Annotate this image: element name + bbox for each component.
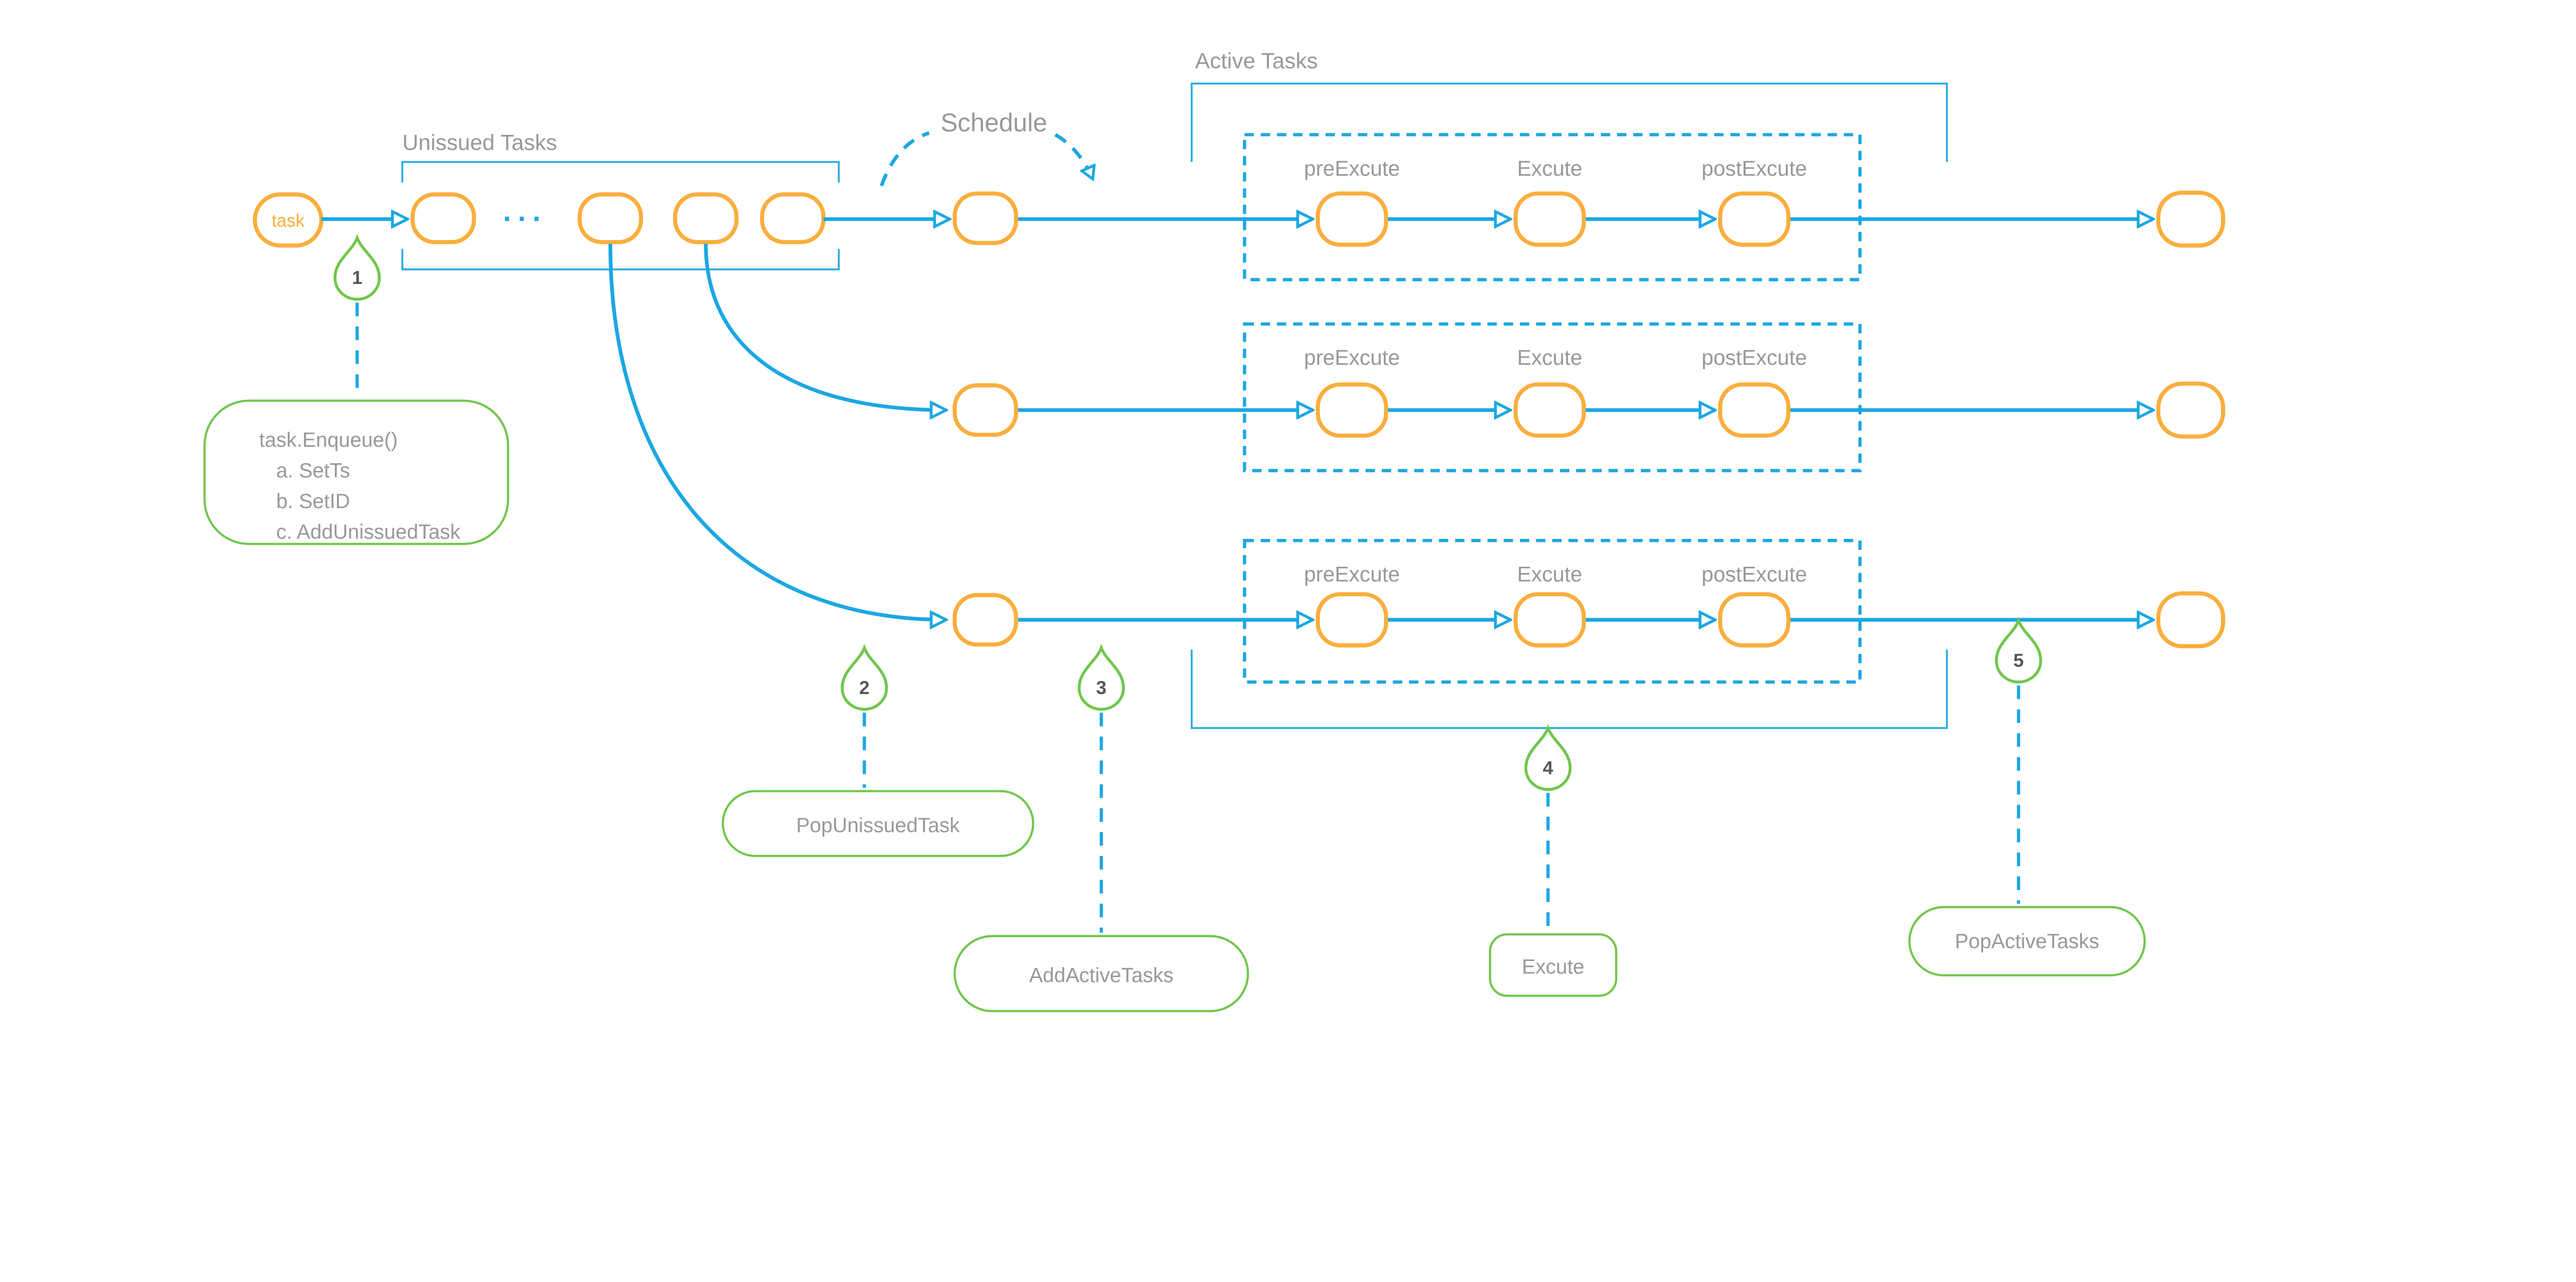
queue-node-4 bbox=[760, 192, 826, 244]
pin-2-number: 2 bbox=[859, 677, 870, 698]
pin-1-number: 1 bbox=[352, 267, 362, 288]
unissued-bracket-top bbox=[401, 161, 840, 183]
excute-node-2 bbox=[1513, 382, 1586, 438]
stage-label-excute-3: Excute bbox=[1517, 562, 1582, 586]
schedule-node-3 bbox=[953, 593, 1019, 647]
pin-marker-5: 5 bbox=[1995, 616, 2042, 684]
executor-box-2 bbox=[1243, 322, 1862, 473]
active-tasks-section: Active Tasks bbox=[1191, 48, 1948, 729]
excute-node-1 bbox=[1513, 191, 1586, 247]
callout-pop-unissued-task: PopUnissuedTask bbox=[721, 790, 1035, 857]
callout-excute-label: Excute bbox=[1522, 955, 1584, 978]
stage-label-preexcute-2: preExcute bbox=[1304, 346, 1400, 369]
callout-pop-active-label: PopActiveTasks bbox=[1955, 930, 2099, 953]
pin-5-shape bbox=[1995, 616, 2042, 684]
unissued-tasks-title: Unissued Tasks bbox=[402, 130, 557, 155]
active-bracket-top bbox=[1191, 82, 1948, 162]
schedule-arc-left bbox=[879, 131, 930, 187]
stage-label-preexcute-3: preExcute bbox=[1304, 562, 1400, 586]
callout-excute-box bbox=[1488, 933, 1618, 997]
stage-label-excute-2: Excute bbox=[1517, 346, 1582, 369]
stage-label-preexcute-1: preExcute bbox=[1304, 157, 1400, 180]
preexcute-node-2 bbox=[1315, 382, 1388, 438]
callout-pop-unissued-label: PopUnissuedTask bbox=[796, 814, 960, 837]
pin-marker-3: 3 bbox=[1077, 644, 1125, 711]
worker-row-1: preExcute Excute postExcute bbox=[953, 133, 2225, 281]
end-node-3 bbox=[2156, 591, 2225, 649]
callout-pop-active-tasks: PopActiveTasks bbox=[1908, 906, 2146, 976]
stage-label-postexcute-2: postExcute bbox=[1702, 346, 1807, 369]
worker-row-2: preExcute Excute postExcute bbox=[953, 322, 2225, 473]
callout-add-active-label: AddActiveTasks bbox=[1029, 964, 1174, 987]
callout-enqueue-step-a: a. SetTs bbox=[276, 460, 350, 482]
callout-enqueue-step-c: c. AddUnissuedTask bbox=[276, 521, 461, 544]
pin-4-shape bbox=[1524, 723, 1572, 791]
postexcute-node-2 bbox=[1718, 382, 1791, 438]
queue-node-2 bbox=[578, 192, 643, 244]
queue-ellipsis: ··· bbox=[503, 202, 547, 234]
postexcute-node-3 bbox=[1718, 592, 1791, 648]
end-node-2 bbox=[2156, 381, 2225, 439]
excute-node-3 bbox=[1513, 592, 1586, 648]
preexcute-node-3 bbox=[1315, 592, 1388, 648]
preexcute-node-1 bbox=[1315, 191, 1388, 247]
end-node-1 bbox=[2156, 190, 2225, 248]
flow-arrows bbox=[321, 219, 2154, 620]
pin-marker-1: 1 bbox=[333, 233, 381, 301]
task-node-label: task bbox=[272, 211, 304, 231]
stage-label-excute-1: Excute bbox=[1517, 157, 1582, 180]
schedule-node-2 bbox=[953, 383, 1019, 437]
schedule-label: Schedule bbox=[941, 108, 1047, 137]
pin-3-shape bbox=[1077, 644, 1125, 711]
pin-marker-2: 2 bbox=[840, 644, 888, 711]
postexcute-node-1 bbox=[1718, 191, 1791, 247]
curve-queue-to-schedule-2 bbox=[704, 244, 946, 410]
queue-node-1 bbox=[410, 192, 476, 244]
pin-1-shape bbox=[333, 233, 381, 301]
pin-4-number: 4 bbox=[1543, 757, 1554, 778]
curve-queue-to-schedule-3 bbox=[608, 244, 946, 620]
executor-box-1 bbox=[1243, 133, 1862, 281]
callout-enqueue-title: task.Enqueue() bbox=[259, 429, 398, 451]
callout-enqueue-box bbox=[203, 399, 510, 545]
unissued-tasks-section: Unissued Tasks task ··· bbox=[252, 130, 840, 271]
pin-5-number: 5 bbox=[2013, 650, 2024, 671]
pin-marker-4: 4 bbox=[1524, 723, 1572, 791]
callout-pop-active-box bbox=[1908, 906, 2146, 976]
diagram-svg: Unissued Tasks task ··· Schedule Active … bbox=[203, 48, 2225, 1013]
executor-box-3 bbox=[1243, 538, 1862, 684]
callout-add-active-tasks: AddActiveTasks bbox=[953, 935, 1249, 1013]
task-scheduler-diagram: Unissued Tasks task ··· Schedule Active … bbox=[203, 48, 2225, 1013]
pin-2-shape bbox=[840, 644, 888, 711]
stage-label-postexcute-3: postExcute bbox=[1702, 562, 1807, 586]
worker-row-3: preExcute Excute postExcute bbox=[953, 538, 2225, 684]
stage-label-postexcute-1: postExcute bbox=[1702, 157, 1807, 180]
pin-3-number: 3 bbox=[1096, 677, 1107, 698]
callout-excute: Excute bbox=[1488, 933, 1618, 997]
callout-add-active-box bbox=[953, 935, 1249, 1013]
unissued-bracket-bottom bbox=[401, 249, 840, 271]
schedule-section: Schedule bbox=[879, 108, 1093, 187]
schedule-node-1 bbox=[953, 191, 1019, 245]
active-bracket-bottom bbox=[1191, 649, 1948, 729]
callout-pop-unissued-box bbox=[721, 790, 1035, 857]
callout-enqueue-step-b: b. SetID bbox=[276, 490, 350, 513]
active-tasks-title: Active Tasks bbox=[1195, 48, 1318, 73]
callout-enqueue: task.Enqueue() a. SetTs b. SetID c. AddU… bbox=[203, 399, 510, 545]
queue-node-3 bbox=[673, 192, 739, 244]
schedule-arc-right-arrow bbox=[1054, 133, 1093, 179]
pin-connectors bbox=[355, 302, 2021, 933]
